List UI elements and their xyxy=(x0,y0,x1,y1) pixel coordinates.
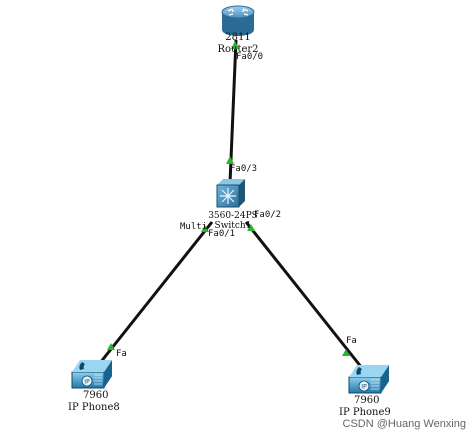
switch-label: 3560-24PS Switch1 xyxy=(200,211,266,232)
port-label-switch-multi: Multi xyxy=(180,222,208,232)
router-name: Router2 xyxy=(217,43,259,55)
link-switch-phone8[interactable] xyxy=(98,221,214,364)
switch-name: Switch1 xyxy=(214,221,252,232)
phone8-label: 7960 IP Phone8 xyxy=(62,390,132,413)
multilayer-switch-icon[interactable] xyxy=(216,179,245,208)
port-label-switch-fa02: Fa0/2 xyxy=(254,210,282,220)
watermark: CSDN @Huang Wenxing xyxy=(342,418,466,430)
phone8-name: IP Phone8 xyxy=(68,401,120,413)
port-label-switch-fa03: Fa0/3 xyxy=(230,164,258,174)
switch-model: 3560-24PS xyxy=(208,211,258,221)
svg-text:IP: IP xyxy=(84,379,90,386)
port-label-router-fa00: Fa0/0 xyxy=(236,52,264,62)
ip-phone8-icon[interactable]: IP xyxy=(71,360,112,389)
router-model: 2811 xyxy=(225,32,251,43)
svg-text:IP: IP xyxy=(361,384,367,391)
phone9-name: IP Phone9 xyxy=(339,406,391,418)
link-status-router-fa00 xyxy=(231,41,239,49)
ip-phone9-icon[interactable]: IP xyxy=(348,365,389,394)
router-label: 2811 Router2 xyxy=(214,32,262,55)
phone9-label: 7960 IP Phone9 xyxy=(336,395,406,418)
port-label-switch-fa01: Fa0/1 xyxy=(208,229,236,239)
router-icon[interactable] xyxy=(221,5,255,36)
link-status-phone8 xyxy=(107,343,115,350)
link-status-phone9 xyxy=(342,349,350,356)
phone9-model: 7960 xyxy=(354,395,380,406)
link-switch-phone9[interactable] xyxy=(244,221,364,369)
port-label-phone8-fa: Fa xyxy=(116,349,127,359)
link-status-switch-fa03 xyxy=(226,156,234,164)
phone8-model: 7960 xyxy=(83,390,109,401)
port-label-phone9-fa: Fa xyxy=(346,336,357,346)
link-status-switch-fa01 xyxy=(201,225,209,232)
link-status-switch-fa02 xyxy=(247,224,255,231)
